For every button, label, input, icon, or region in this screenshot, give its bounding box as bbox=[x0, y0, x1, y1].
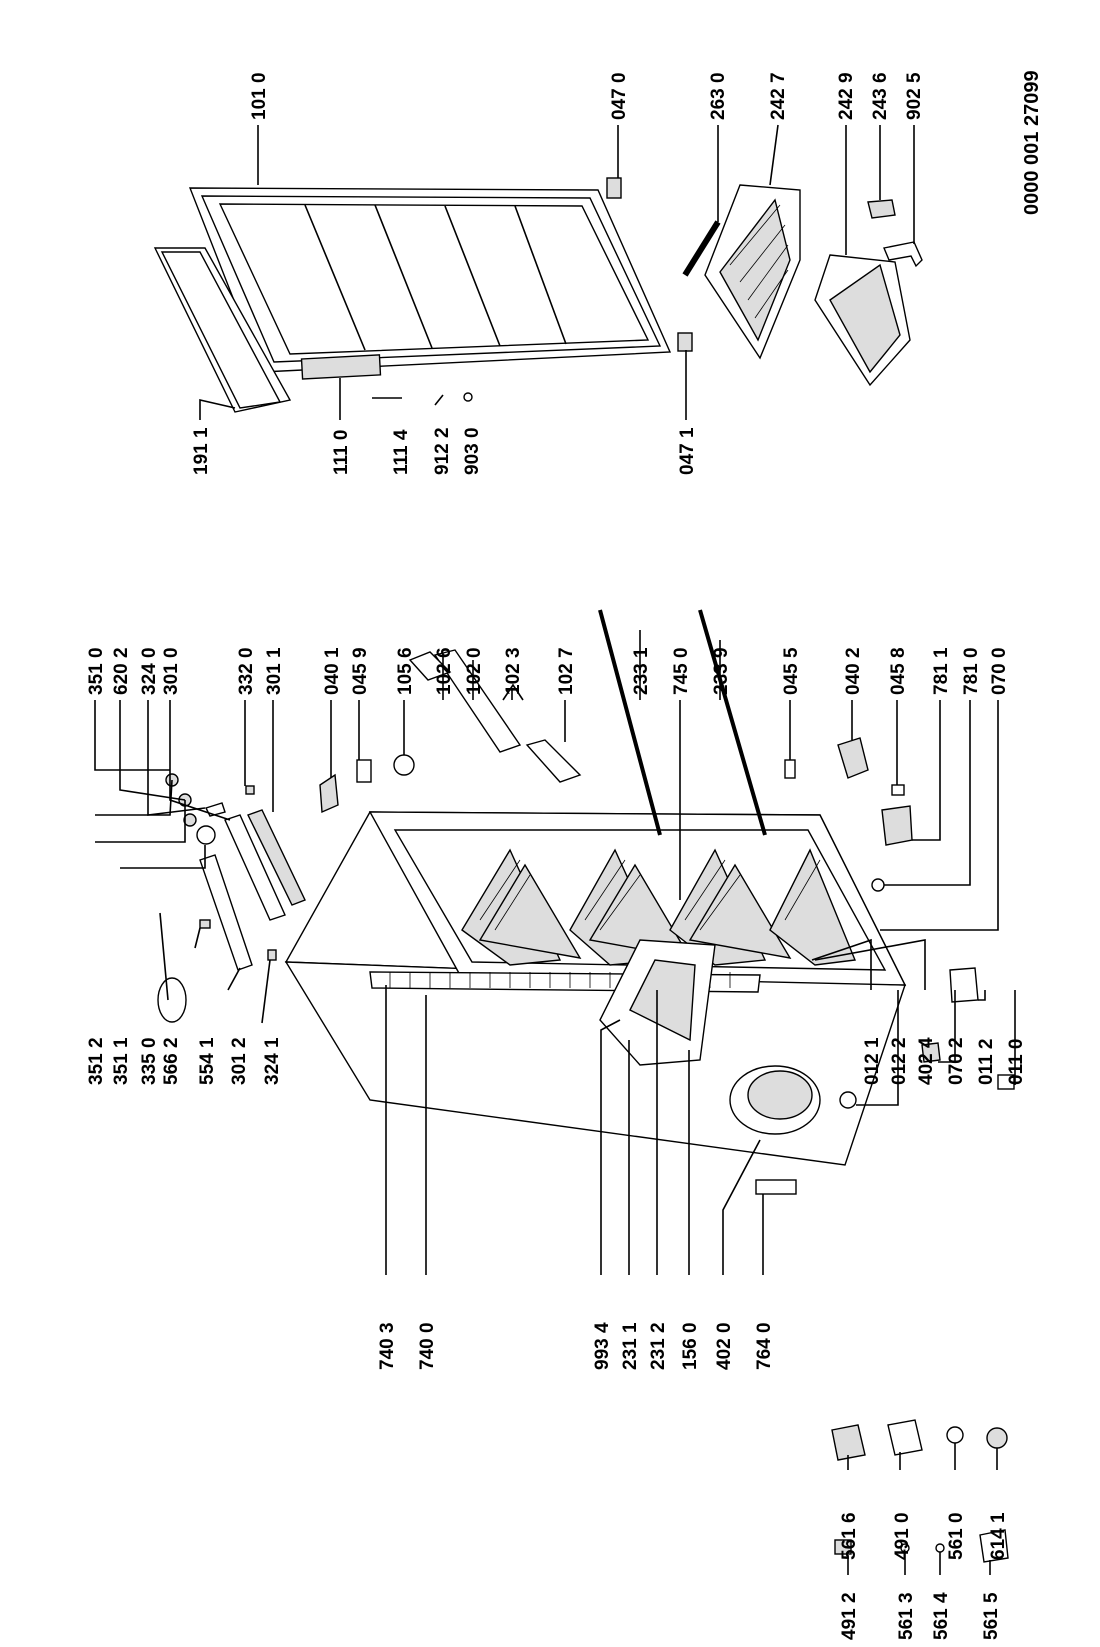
label-491-0: 491 0 bbox=[892, 1512, 913, 1560]
label-233-9: 233 9 bbox=[711, 647, 732, 695]
label-554-1: 554 1 bbox=[197, 1037, 218, 1085]
label-332-0: 332 0 bbox=[236, 647, 257, 695]
label-156-0: 156 0 bbox=[680, 1322, 701, 1370]
label-402-4: 402 4 bbox=[916, 1037, 937, 1085]
label-566-2: 566 2 bbox=[161, 1037, 182, 1085]
label-335-0: 335 0 bbox=[139, 1037, 160, 1085]
label-102-0: 102 0 bbox=[464, 647, 485, 695]
document-number: 0000 001 27099 bbox=[1021, 70, 1043, 215]
label-324-0: 324 0 bbox=[139, 647, 160, 695]
label-301-1: 301 1 bbox=[264, 647, 285, 695]
label-561-3: 561 3 bbox=[896, 1592, 917, 1640]
label-111-4: 111 4 bbox=[391, 429, 412, 475]
label-903-0: 903 0 bbox=[462, 427, 483, 475]
label-047-1: 047 1 bbox=[677, 427, 698, 475]
door-assembly bbox=[153, 124, 923, 420]
label-242-9: 242 9 bbox=[836, 72, 857, 120]
label-993-4: 993 4 bbox=[592, 1322, 613, 1370]
label-105-6: 105 6 bbox=[395, 647, 416, 695]
label-402-0: 402 0 bbox=[714, 1322, 735, 1370]
label-045-8: 045 8 bbox=[888, 647, 909, 695]
label-191-1: 191 1 bbox=[191, 427, 212, 475]
label-102-7: 102 7 bbox=[556, 647, 577, 695]
label-324-1: 324 1 bbox=[262, 1037, 283, 1085]
label-111-0: 111 0 bbox=[331, 430, 352, 475]
label-040-2: 040 2 bbox=[843, 647, 864, 695]
label-012-1: 012 1 bbox=[862, 1037, 883, 1085]
label-070-0: 070 0 bbox=[989, 647, 1010, 695]
control-parts bbox=[94, 609, 999, 1024]
label-912-2: 912 2 bbox=[432, 427, 453, 475]
label-011-0: 011 0 bbox=[1006, 1039, 1027, 1086]
label-764-0: 764 0 bbox=[754, 1322, 775, 1370]
label-231-1: 231 1 bbox=[620, 1322, 641, 1370]
label-012-2: 012 2 bbox=[889, 1037, 910, 1085]
label-561-6: 561 6 bbox=[839, 1512, 860, 1560]
label-101-0: 101 0 bbox=[249, 72, 270, 120]
label-242-7: 242 7 bbox=[768, 72, 789, 120]
label-243-6: 243 6 bbox=[870, 72, 891, 120]
label-351-0: 351 0 bbox=[86, 647, 107, 695]
label-351-1: 351 1 bbox=[111, 1037, 132, 1085]
label-561-0: 561 0 bbox=[946, 1512, 967, 1560]
label-263-0: 263 0 bbox=[708, 72, 729, 120]
label-231-2: 231 2 bbox=[648, 1322, 669, 1370]
label-902-5: 902 5 bbox=[904, 72, 925, 120]
label-011-2: 011 2 bbox=[976, 1039, 997, 1086]
label-781-1: 781 1 bbox=[931, 647, 952, 695]
label-301-0: 301 0 bbox=[161, 647, 182, 695]
label-351-2: 351 2 bbox=[86, 1037, 107, 1085]
label-561-5: 561 5 bbox=[981, 1592, 1002, 1640]
label-740-3: 740 3 bbox=[377, 1322, 398, 1370]
label-745-0: 745 0 bbox=[671, 647, 692, 695]
electrical-parts bbox=[831, 1419, 1009, 1575]
label-102-3: 102 3 bbox=[503, 647, 524, 695]
label-070-2: 070 2 bbox=[946, 1037, 967, 1085]
label-040-1: 040 1 bbox=[322, 647, 343, 695]
label-045-9: 045 9 bbox=[350, 647, 371, 695]
label-740-0: 740 0 bbox=[417, 1322, 438, 1370]
label-781-0: 781 0 bbox=[961, 647, 982, 695]
label-301-2: 301 2 bbox=[229, 1037, 250, 1085]
label-102-6: 102 6 bbox=[434, 647, 455, 695]
label-561-4: 561 4 bbox=[931, 1592, 952, 1640]
label-233-1: 233 1 bbox=[631, 647, 652, 695]
label-614-1: 614 1 bbox=[988, 1512, 1009, 1560]
cabinet bbox=[284, 811, 1015, 1195]
label-491-2: 491 2 bbox=[839, 1592, 860, 1640]
label-047-0: 047 0 bbox=[609, 72, 630, 120]
label-045-5: 045 5 bbox=[781, 647, 802, 695]
label-620-2: 620 2 bbox=[111, 647, 132, 695]
